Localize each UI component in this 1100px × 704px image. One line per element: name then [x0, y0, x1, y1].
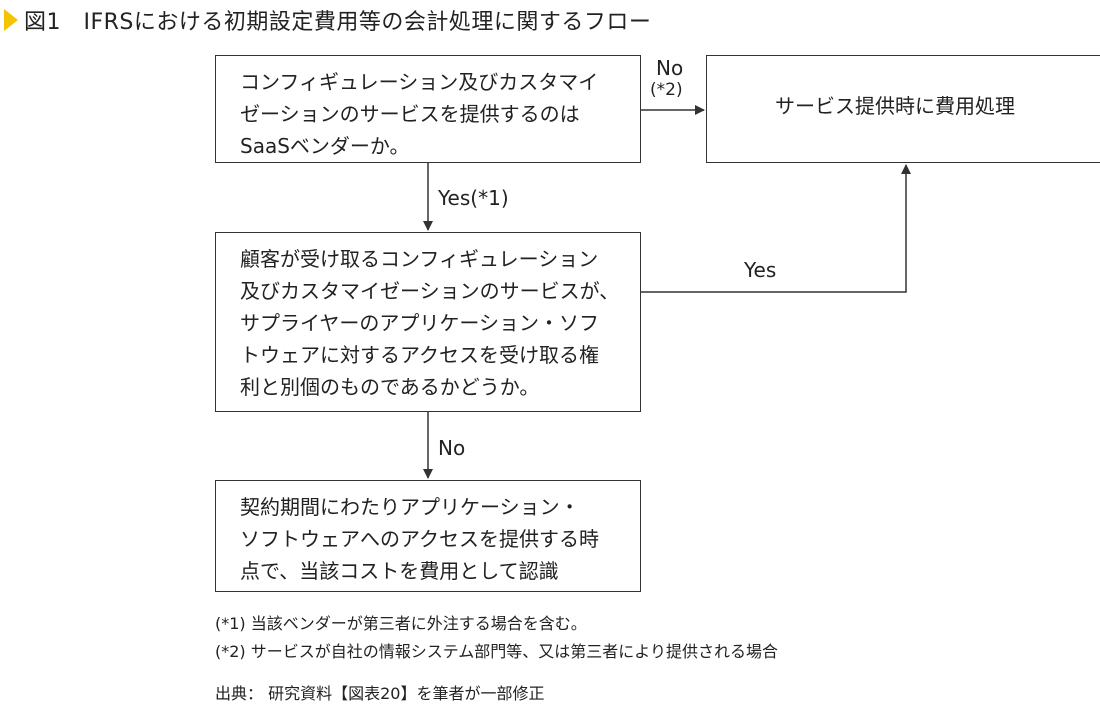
decision-text-distinct-service: 顧客が受け取るコンフィギュレーション 及びカスタマイゼーションのサービスが、 サ… — [240, 247, 620, 399]
arrow-q2-yes — [641, 164, 911, 293]
figure-header: 図1 IFRSにおける初期設定費用等の会計処理に関するフロー — [0, 0, 651, 40]
footnote-1: (*1) 当該ベンダーが第三者に外注する場合を含む。 — [215, 614, 587, 633]
result-text-expense-on-service: サービス提供時に費用処理 — [775, 94, 1015, 118]
decision-box-distinct-service: 顧客が受け取るコンフィギュレーション 及びカスタマイゼーションのサービスが、 サ… — [215, 232, 641, 412]
edge-label-q1-no: No — [656, 56, 684, 80]
figure-title: 図1 IFRSにおける初期設定費用等の会計処理に関するフロー — [24, 10, 652, 35]
edge-note-q1-no: (*2) — [650, 80, 683, 100]
source-credit: 出典： 研究資料【図表20】を筆者が一部修正 — [215, 684, 545, 703]
edge-label-q1-yes: Yes(*1) — [438, 186, 509, 210]
edge-label-q2-no: No — [438, 436, 466, 460]
decision-text-saas-vendor: コンフィギュレーション及びカスタマイ ゼーションのサービスを提供するのは Saa… — [240, 70, 599, 158]
decision-box-saas-vendor: コンフィギュレーション及びカスタマイ ゼーションのサービスを提供するのは Saa… — [215, 55, 641, 163]
result-box-expense-on-service: サービス提供時に費用処理 — [706, 55, 1100, 163]
result-text-recognize-over-term: 契約期間にわたりアプリケーション・ ソフトウェアへのアクセスを提供する時 点で、… — [240, 495, 599, 583]
edge-label-q2-yes: Yes — [744, 258, 777, 282]
result-box-recognize-over-term: 契約期間にわたりアプリケーション・ ソフトウェアへのアクセスを提供する時 点で、… — [215, 480, 641, 592]
footnote-2: (*2) サービスが自社の情報システム部門等、又は第三者により提供される場合 — [215, 642, 778, 661]
triangle-marker-icon — [4, 9, 18, 31]
